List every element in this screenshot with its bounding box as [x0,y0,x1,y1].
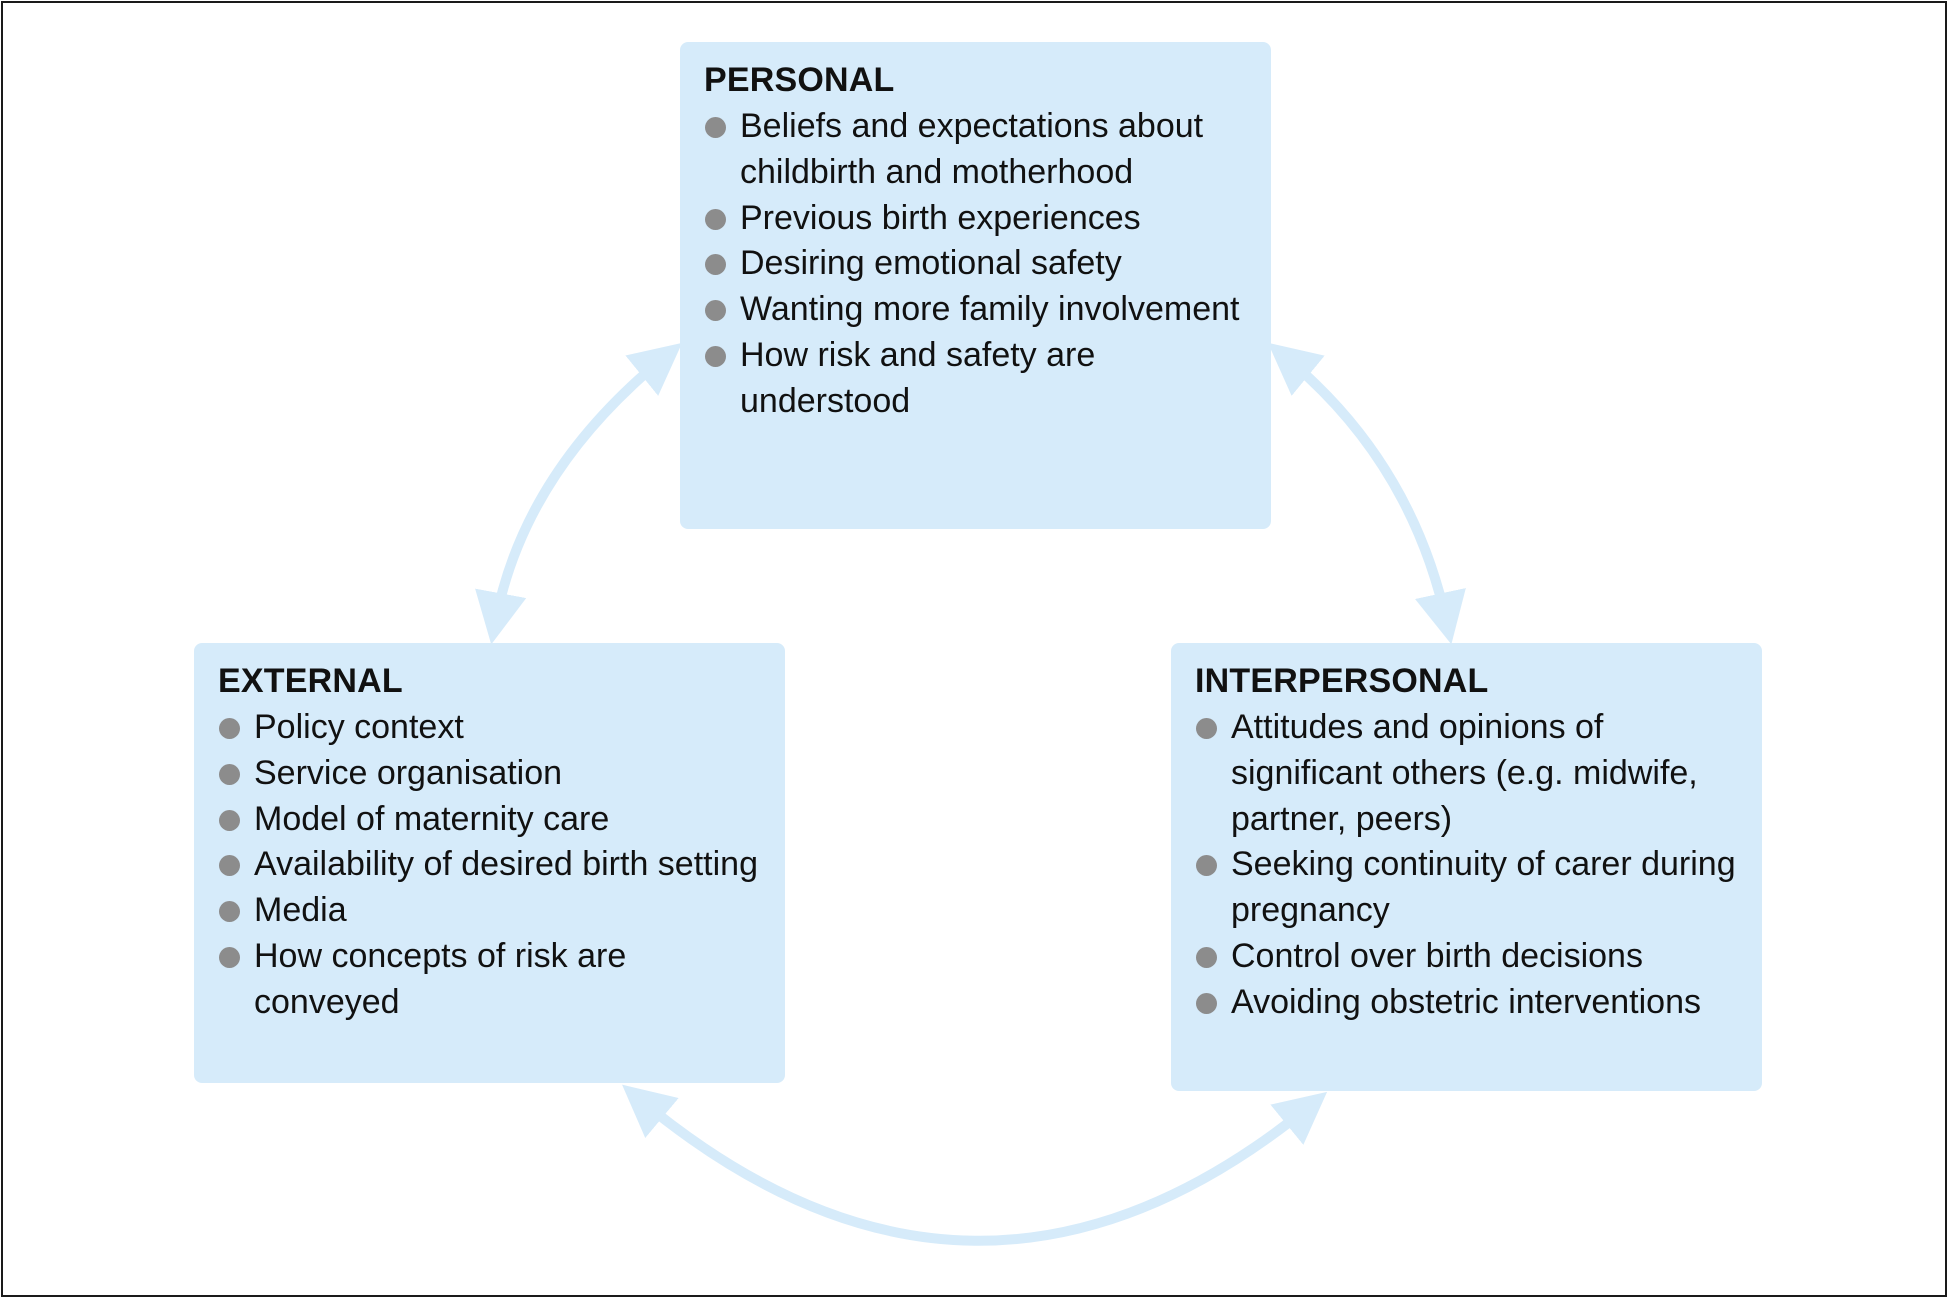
bullet-icon [219,855,240,877]
list-item: How concepts of risk are conveyed [218,934,761,1026]
bullet-icon [219,718,240,739]
bullet-icon [705,300,726,322]
list-item: Service organisation [218,751,761,797]
bullet-icon [1196,946,1217,968]
bullet-icon [1196,855,1217,877]
bullet-icon [1196,718,1217,739]
arrow-external-interpersonal [622,1084,1328,1246]
personal-list: Beliefs and expectations about childbirt… [704,104,1247,425]
list-item: Beliefs and expectations about childbirt… [704,104,1247,196]
list-item: Attitudes and opinions of significant ot… [1195,705,1738,842]
list-item: Avoiding obstetric interventions [1195,980,1738,1026]
bullet-icon [705,254,726,276]
bullet-icon [219,946,240,968]
bullet-icon [1196,992,1217,1014]
list-item: Wanting more family involvement [704,287,1247,333]
arrow-personal-interpersonal [1267,342,1466,645]
bullet-icon [219,901,240,923]
interpersonal-list: Attitudes and opinions of significant ot… [1195,705,1738,1026]
list-item: Desiring emotional safety [704,241,1247,287]
list-item: Model of maternity care [218,797,761,843]
external-title: EXTERNAL [218,662,403,700]
interpersonal-title: INTERPERSONAL [1195,662,1489,700]
external-box: EXTERNAL Policy context Service organisa… [194,643,785,1083]
personal-title: PERSONAL [704,61,895,99]
list-item: Previous birth experiences [704,196,1247,242]
bullet-icon [705,117,726,138]
bullet-icon [705,345,726,367]
list-item: Policy context [218,705,761,751]
personal-box: PERSONAL Beliefs and expectations about … [680,42,1271,529]
list-item: Availability of desired birth setting [218,842,761,888]
list-item: Seeking continuity of carer during pregn… [1195,842,1738,934]
arrow-personal-external [475,342,683,645]
list-item: Control over birth decisions [1195,934,1738,980]
bullet-icon [219,809,240,831]
list-item: Media [218,888,761,934]
list-item: How risk and safety are understood [704,333,1247,425]
bullet-icon [705,208,726,230]
external-list: Policy context Service organisation Mode… [218,705,761,1026]
interpersonal-box: INTERPERSONAL Attitudes and opinions of … [1171,643,1762,1091]
bullet-icon [219,763,240,785]
